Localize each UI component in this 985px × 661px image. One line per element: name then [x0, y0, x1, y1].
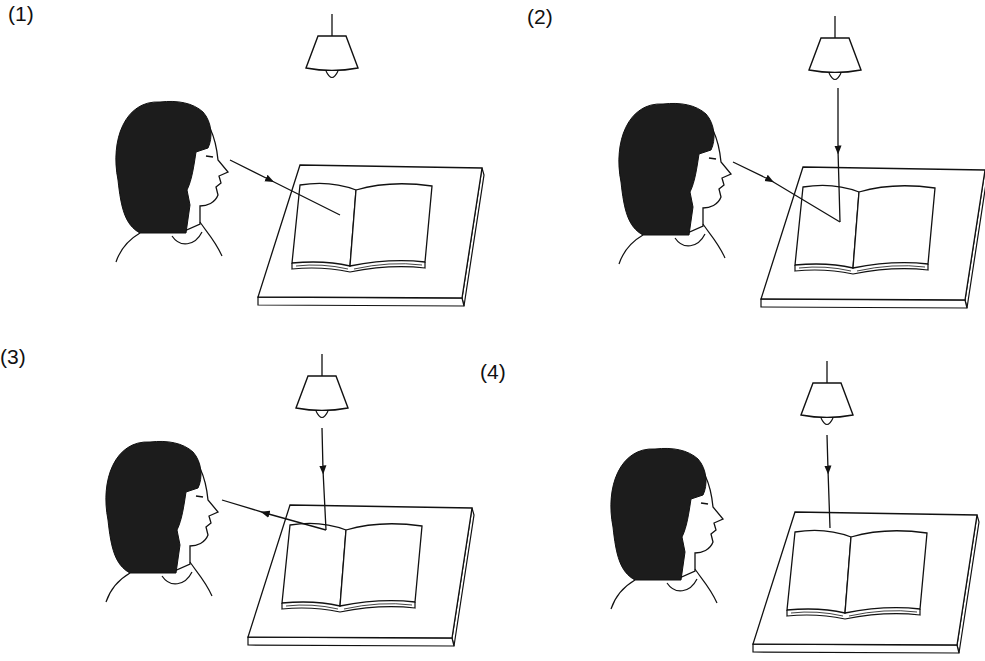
scene-panel: [611, 361, 979, 653]
sight-ray: [733, 162, 840, 222]
sight-ray: [230, 160, 340, 215]
light-ray: [827, 435, 830, 528]
reflected-ray: [222, 500, 326, 530]
panel-number: (4): [480, 360, 506, 384]
panel-number: (3): [0, 345, 26, 369]
scene-panel: [619, 16, 985, 308]
scene-panel: [106, 354, 474, 646]
panel-number: (1): [8, 2, 34, 26]
light-ray: [838, 88, 840, 222]
scene-panel: [116, 14, 484, 306]
light-ray: [322, 428, 326, 530]
panel-number: (2): [527, 5, 553, 29]
